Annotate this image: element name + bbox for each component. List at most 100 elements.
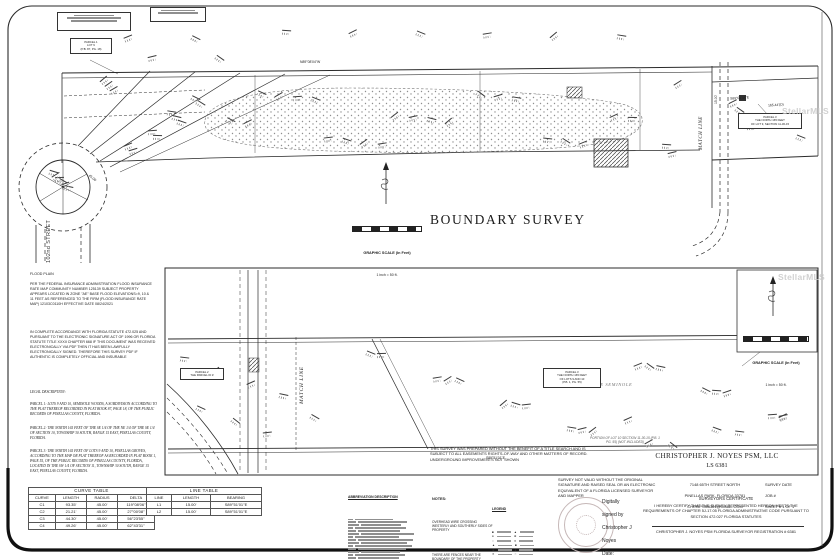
survey-date-label: SURVEY DATE (765, 482, 793, 488)
parcel2-label-box: PARCEL 2 THE PARCEL ID # (180, 368, 224, 381)
signature-text: Christopher J (602, 524, 632, 531)
bearing-label: N89°08'04"W (300, 60, 321, 64)
parcel3-title: PARCEL 3 (565, 369, 579, 374)
lower-parcel-drawing (164, 267, 819, 476)
match-line-label-top: MATCH LINE (699, 116, 704, 150)
abbreviation-row (348, 542, 428, 544)
legend-title: LEGEND (492, 507, 507, 511)
abbreviation-row (348, 524, 428, 526)
legend-symbol-row: ■▲ (492, 529, 544, 534)
certificate-title: SURVEYORS CERTIFICATE (698, 496, 754, 501)
parcel2-title: PARCEL 2 (195, 369, 209, 374)
notes-title: NOTES: (432, 497, 447, 501)
portion-note: PORTION OF LOT 10 SECTION 11-30-15 (P.B.… (590, 436, 660, 444)
legend-symbol-icon: ○ (492, 538, 494, 543)
legend-symbol-icon: ● (514, 547, 517, 552)
legal-parcel3: PARCEL 3: THE NORTH 165 FEET OF LOTS 9 A… (30, 449, 157, 474)
legend-symbol-icon: ✕ (492, 552, 495, 556)
legend-symbol-icon: ▲ (513, 529, 517, 534)
firm-address2: PINELLAS PARK, FLORIDA 33781 (684, 493, 746, 499)
electronic-signature-note: IN COMPLETE ACCORDANCE WITH FLORIDA STAT… (30, 330, 156, 359)
legend-symbol-icon: ⊕ (492, 547, 495, 552)
abbreviation-row (348, 527, 428, 529)
certificate-body: I HEREBY CERTIFY THAT THE SURVEY REPRESE… (643, 503, 809, 519)
firm-name: CHRISTOPHER J. NOYES PSM, LLC (655, 452, 779, 460)
parcel1-lot: LOT 9 (87, 43, 95, 48)
legend-symbol-row: ▲■ (492, 544, 544, 547)
firm-address1: 7148 65TH STREET NORTH (689, 482, 741, 488)
abbreviation-row (348, 551, 428, 553)
legend-symbol-row: ●⊕ (492, 535, 544, 538)
firm-email: CHRISPSM6381@GMAIL.COM (687, 504, 743, 510)
legend-symbol-icon: ⊕ (513, 534, 517, 538)
abbreviation-rows (348, 518, 428, 559)
col-line: LINE (146, 494, 172, 503)
col-length: LENGTH (55, 494, 87, 503)
note-item: THERE ARE FENCES NEAR THE BOUNDARY OF TH… (432, 552, 481, 560)
certificate-signer: CHRISTOPHER J. NOYES PSM FLORIDA SURVEYO… (655, 529, 797, 534)
parcel3-desc1: THE NORTH 165 FEET (755, 118, 785, 123)
col-bearing: BEARING (210, 494, 262, 503)
flood-plain-title: FLOOD PLAIN (30, 271, 54, 276)
scale-ratio: 1 inch = 50 ft. (765, 382, 787, 387)
parcel1-title: PARCEL 1 (84, 39, 98, 44)
legend-symbol-row: ○✕ (492, 538, 544, 543)
note-box-decor (150, 7, 206, 22)
bearing-label: S89°51'01"E (486, 456, 506, 460)
scale-title: GRAPHIC SCALE (In Feet) (363, 250, 411, 255)
abbreviation-row (348, 536, 428, 538)
legal-description-title: LEGAL DESCRIPTION: (30, 389, 66, 394)
legal-description: LEGAL DESCRIPTION: PARCEL 1: LOTS 9 AND … (30, 385, 158, 479)
abbreviation-row (348, 521, 428, 523)
col-length: LENGTH (171, 494, 211, 503)
curve-table-title: CURVE TABLE (28, 486, 155, 496)
col-radius: RADIUS (86, 494, 118, 503)
legal-parcel2: PARCEL 2: THE NORTH 165 FEET OF THE SE 1… (30, 425, 155, 440)
flood-plain-note: FLOOD PLAIN PER THE FEDERAL INSURANCE AD… (30, 267, 152, 312)
validity-note: SURVEY NOT VALID WITHOUT THE ORIGINAL SI… (558, 477, 656, 499)
abbreviation-title: ABBREVIATION DESCRIPTION (348, 495, 398, 499)
signature-date-label: Date: (602, 550, 614, 557)
abbreviation-row (348, 530, 428, 532)
legend-block: LEGEND ■▲●⊕○✕▲■⊕●✕○ (492, 489, 544, 560)
abbreviation-row (348, 557, 428, 559)
line-table-title: LINE TABLE (146, 486, 262, 496)
parcel1-plat: (P.B. 87, PG. 18) (80, 46, 102, 51)
hatched-structure (593, 138, 629, 168)
match-line-label-lower: MATCH LINE (299, 366, 305, 404)
parcel3-label-box-lower: PARCEL 3 THE NORTH 165 FEET OF LOTS 9 AN… (543, 368, 601, 388)
legend-symbol-icon: ▲ (492, 543, 495, 547)
firm-license: LS 6381 (706, 462, 728, 469)
surveyor-seal (558, 497, 614, 553)
abbreviation-row (348, 545, 428, 547)
scale-title: GRAPHIC SCALE (In Feet) (752, 360, 800, 365)
abbreviation-row (348, 533, 428, 535)
legend-symbol-icon: ■ (492, 529, 494, 534)
scale-ratio: 1 inch = 50 ft. (376, 272, 398, 277)
note-box-decor (57, 12, 131, 31)
flood-plain-body: PER THE FEDERAL INSURANCE ADMINISTRATION… (30, 281, 152, 306)
scale-bar (352, 226, 422, 232)
legend-symbol-icon: ○ (514, 552, 517, 556)
legal-parcel1: PARCEL 1: LOTS 9 AND 10, SEMINOLE WOODS,… (30, 401, 158, 416)
note-item: OVERHEAD WIRE CROSSING WESTERLY AND SOUT… (432, 520, 493, 533)
parcel1-label-box: PARCEL 1 LOT 9 (P.B. 87, PG. 18) (70, 38, 112, 54)
page-title: BOUNDARY SURVEY (430, 212, 586, 227)
watermark: StellarMLS (778, 272, 825, 282)
signature-text: signed by (602, 511, 624, 518)
abbreviation-row (348, 554, 428, 556)
parcel3-desc1: THE NORTH 165 FEET (557, 373, 587, 378)
col-curve: CURVE (28, 494, 56, 503)
notes-block: NOTES: OVERHEAD WIRE CROSSING WESTERLY A… (432, 479, 494, 560)
admin-block: SURVEY DATE JOB # SHEET # 1 OF 1 (765, 477, 823, 515)
graphic-scale-lower: GRAPHIC SCALE (In Feet) 1 inch = 50 ft. (741, 318, 811, 405)
parcel3-title: PARCEL 3 (763, 114, 777, 119)
legend-symbol-row: ✕○ (492, 553, 544, 556)
parcel3-plat: (P.B. 1, PG. 55) (562, 380, 582, 385)
